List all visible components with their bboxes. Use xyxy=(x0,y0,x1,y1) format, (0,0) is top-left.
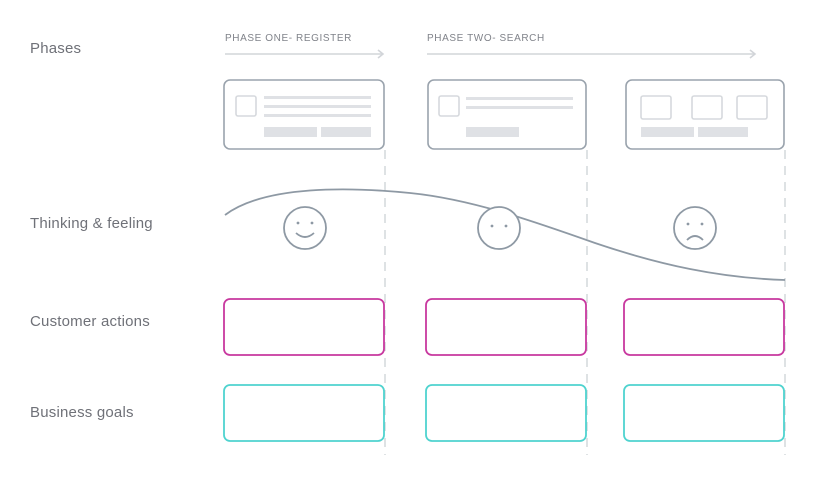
business-goal-box-3 xyxy=(623,384,785,442)
customer-action-box-3 xyxy=(623,298,785,356)
happy-face-icon xyxy=(283,206,327,250)
neutral-face-icon xyxy=(477,206,521,250)
phase-arrow-two xyxy=(427,49,757,59)
column-dividers xyxy=(384,150,786,455)
customer-action-box-1 xyxy=(223,298,385,356)
phase-label-one: PHASE ONE- REGISTER xyxy=(225,33,352,44)
business-goal-box-1 xyxy=(223,384,385,442)
row-label-business-goals: Business goals xyxy=(30,404,134,421)
wireframe-card-2 xyxy=(427,79,587,150)
row-label-customer-actions: Customer actions xyxy=(30,313,150,330)
customer-action-box-2 xyxy=(425,298,587,356)
business-goal-box-2 xyxy=(425,384,587,442)
phase-label-two: PHASE TWO- SEARCH xyxy=(427,33,545,44)
row-label-thinking-feeling: Thinking & feeling xyxy=(30,215,153,232)
customer-action-boxes xyxy=(223,298,785,356)
wireframe-card-3 xyxy=(625,79,785,150)
row-label-phases: Phases xyxy=(30,40,82,57)
wireframe-card-1 xyxy=(223,79,385,150)
phase-arrow-one xyxy=(225,49,385,59)
sad-face-icon xyxy=(673,206,717,250)
business-goal-boxes xyxy=(223,384,785,442)
